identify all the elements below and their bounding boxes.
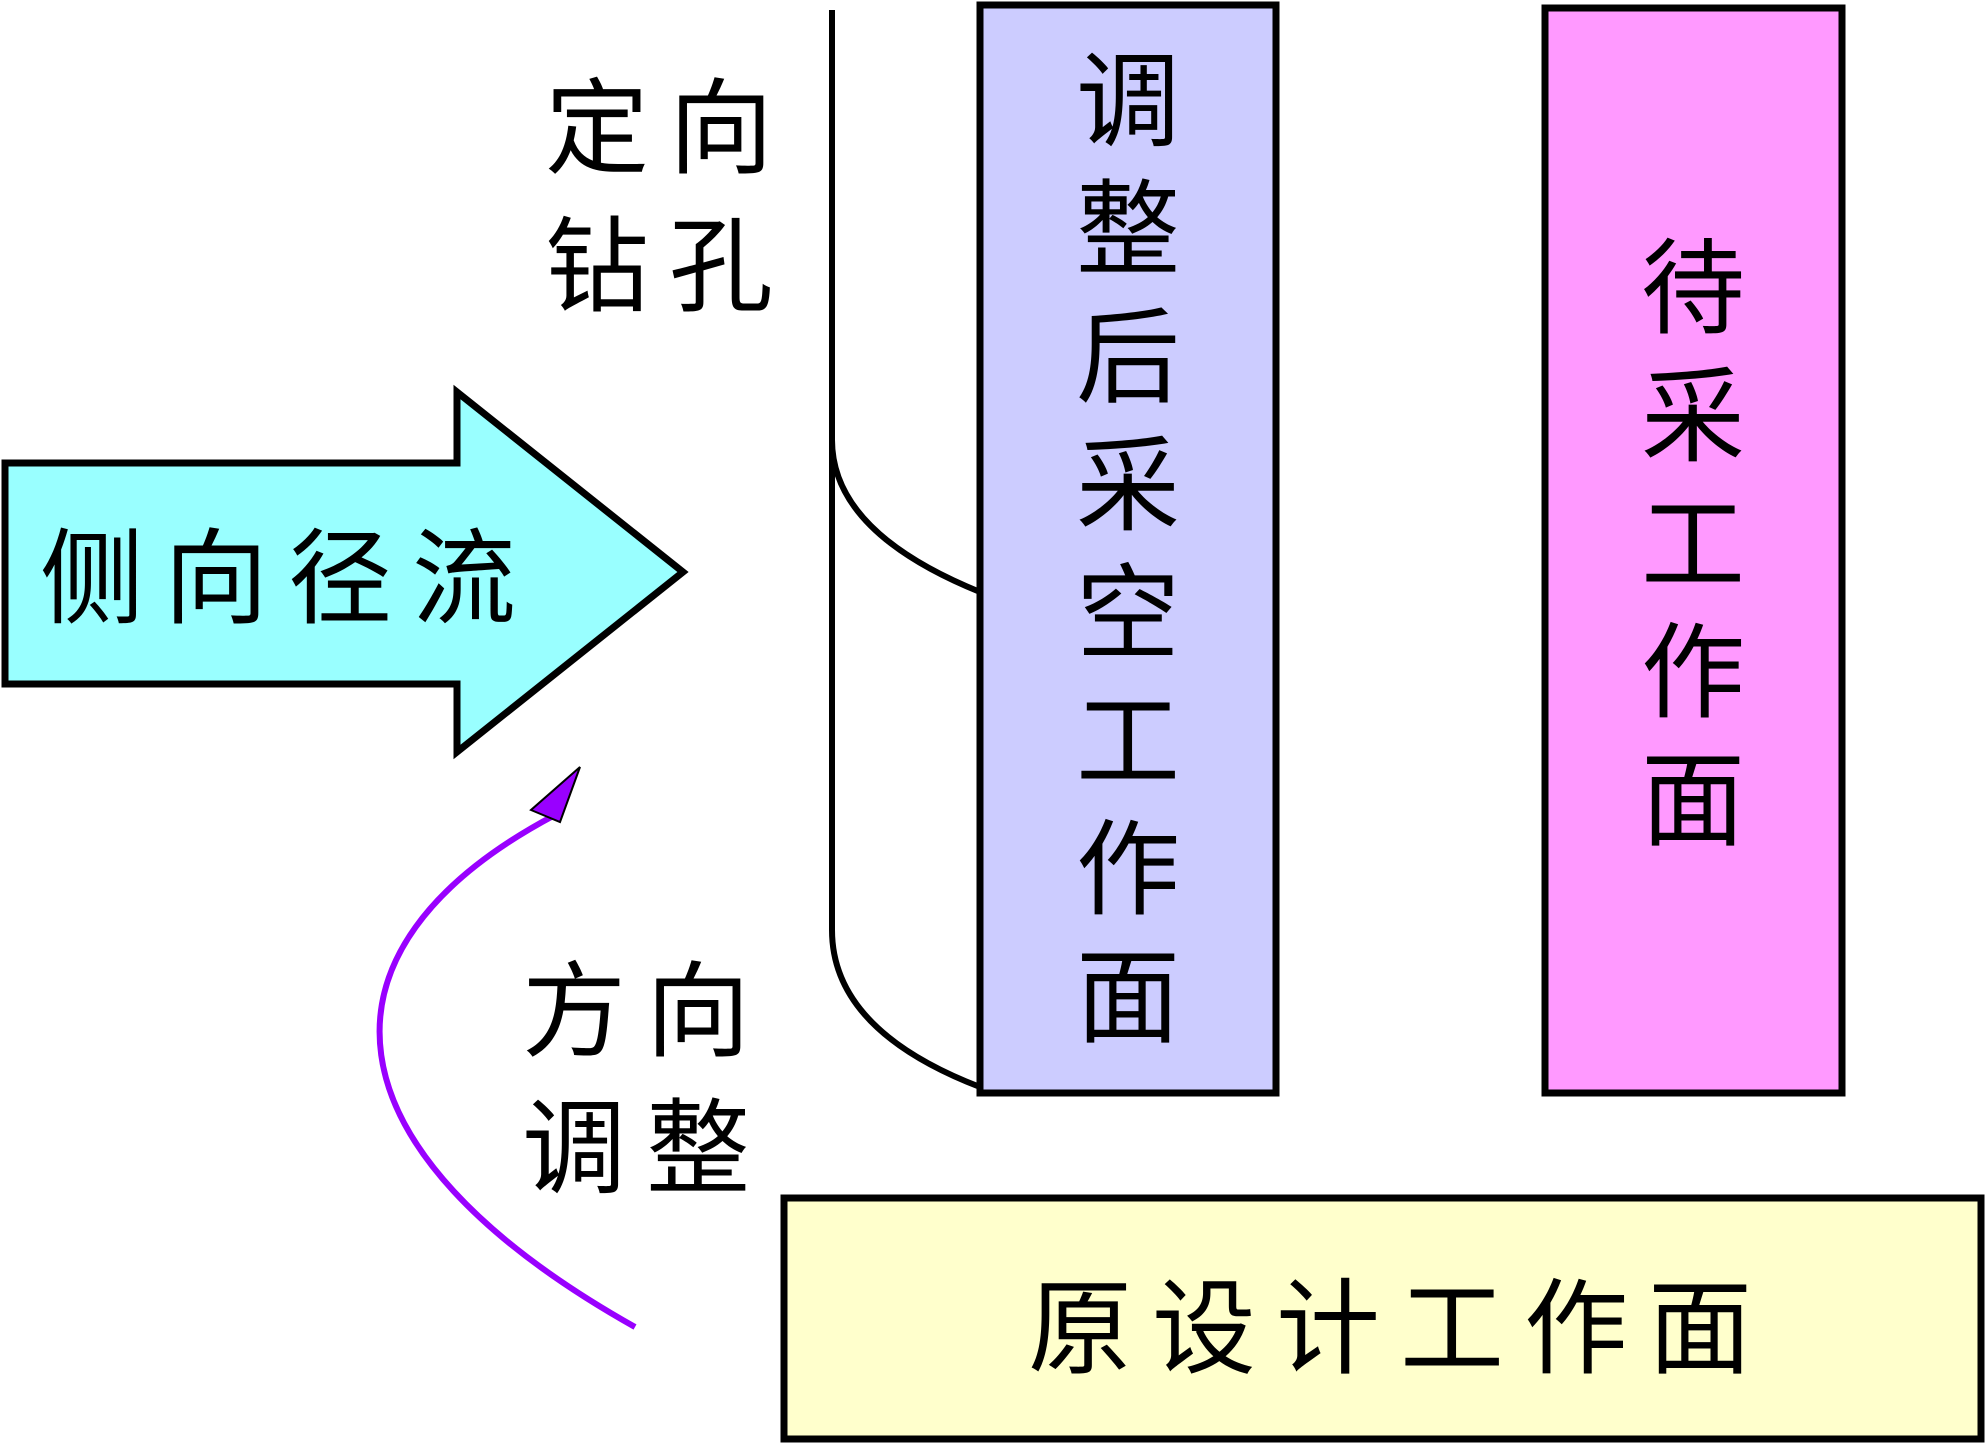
- adjusted-face-char: 调: [1076, 41, 1180, 163]
- adjusted-face-char: 面: [1076, 937, 1180, 1059]
- direction-adjust-label-line2: 调整: [522, 1088, 770, 1210]
- borehole-lines: [829, 10, 982, 1090]
- pending-face-char: 作: [1641, 612, 1745, 734]
- adjusted-goaf-face: [976, 1, 1280, 1097]
- direction-adjust-label-line1: 方向: [522, 951, 770, 1073]
- pending-face-char: 工: [1641, 484, 1745, 606]
- adjusted-face-char: 采: [1076, 425, 1180, 547]
- borehole-branch-lower: [829, 929, 982, 1090]
- pending-face-char: 采: [1641, 356, 1745, 478]
- directional-drilling-label-line1: 定向: [545, 68, 793, 190]
- lateral-flow-label: 侧向径流: [40, 518, 536, 640]
- adjusted-goaf-face-label: 调 整 后 采 空 工 作 面: [1076, 41, 1180, 1059]
- borehole-branch-upper: [829, 439, 982, 595]
- adjusted-face-char: 空: [1076, 553, 1180, 675]
- lateral-flow-arrow: [1, 384, 689, 760]
- direction-adjust-curve: [376, 812, 637, 1330]
- adjusted-face-char: 工: [1076, 681, 1180, 803]
- adjusted-face-char: 整: [1076, 169, 1180, 291]
- pending-face-char: 面: [1641, 740, 1745, 862]
- adjusted-face-char: 作: [1076, 809, 1180, 931]
- original-design-face: [780, 1194, 1985, 1443]
- direction-adjust-arrowhead: [529, 766, 581, 824]
- pending-mining-face: [1541, 4, 1846, 1097]
- pending-face-char: 待: [1641, 228, 1745, 350]
- pending-mining-face-label: 待 采 工 作 面: [1641, 228, 1745, 862]
- directional-drilling-label-line2: 钻孔: [545, 206, 793, 328]
- adjusted-face-char: 后: [1076, 297, 1180, 419]
- original-design-face-label: 原设计工作面: [1028, 1268, 1772, 1390]
